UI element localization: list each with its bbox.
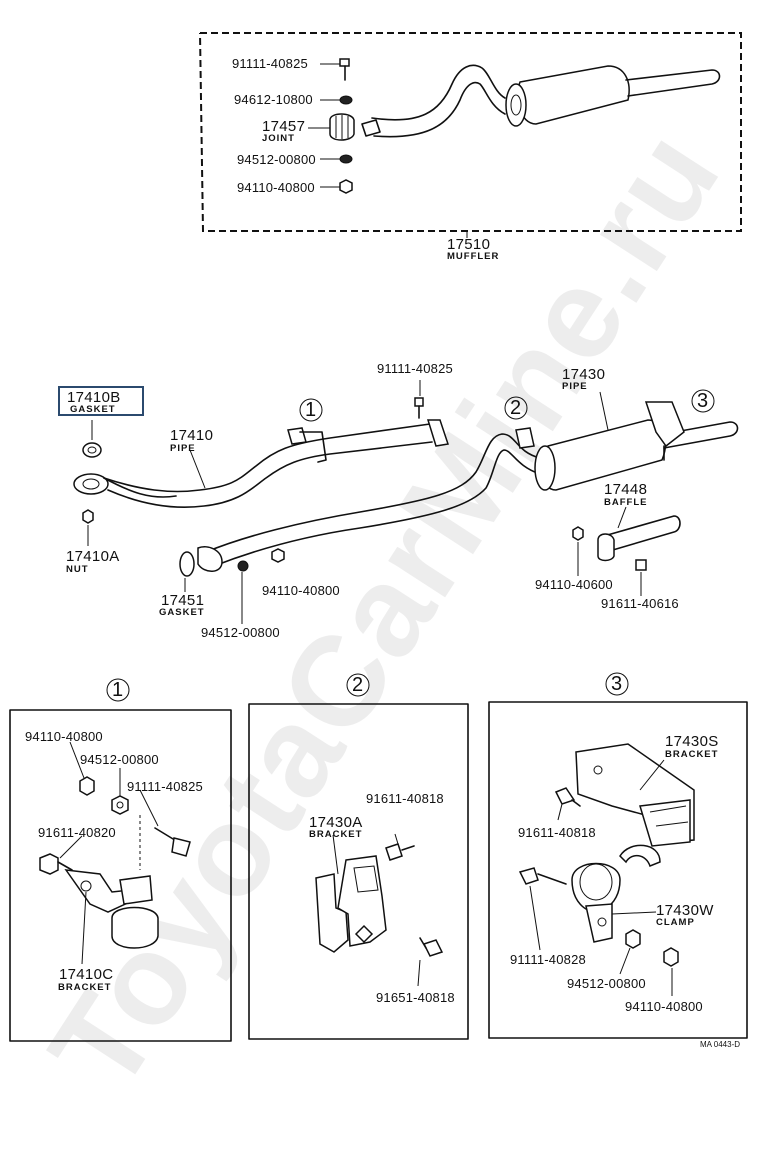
detail-1-part-91611-40820: 91611-40820 bbox=[38, 825, 116, 840]
detail-1-part-17410c-name: BRACKET bbox=[58, 982, 112, 993]
part-91111-40825-top: 91111-40825 bbox=[232, 56, 308, 71]
part-91611-40616: 91611-40616 bbox=[601, 596, 679, 611]
callout-3-main: 3 bbox=[697, 390, 709, 412]
part-94110-40600: 94110-40600 bbox=[535, 577, 613, 592]
part-17448-number: 17448 bbox=[604, 481, 648, 498]
part-17451-number: 17451 bbox=[161, 592, 205, 609]
detail-panels bbox=[9, 672, 748, 1042]
detail-3-part-17430w-number: 17430W bbox=[656, 902, 714, 919]
detail-2-part-17430a-number: 17430A bbox=[309, 814, 363, 831]
detail-3-part-94512-00800: 94512-00800 bbox=[567, 976, 646, 991]
detail-2-drawing bbox=[315, 833, 444, 987]
detail-3-part-17430s-number: 17430S bbox=[665, 733, 719, 750]
part-91111-40825-main: 91111-40825 bbox=[377, 361, 453, 376]
detail-3-part-17430s-name: BRACKET bbox=[665, 749, 719, 760]
part-17510-name: MUFFLER bbox=[447, 251, 500, 262]
muffler-group-frame bbox=[199, 32, 742, 232]
drawing-code: MA 0443-D bbox=[700, 1040, 741, 1049]
part-17410a-number: 17410A bbox=[66, 548, 120, 565]
part-17410-name: PIPE bbox=[170, 443, 196, 454]
part-17430-name: PIPE bbox=[562, 381, 588, 392]
callout-3-detail: 3 bbox=[611, 673, 623, 695]
detail-1-drawing bbox=[39, 741, 191, 965]
part-17510-number: 17510 bbox=[447, 236, 491, 253]
part-17410-number: 17410 bbox=[170, 427, 214, 444]
detail-2-part-91611-40818: 91611-40818 bbox=[366, 791, 444, 806]
detail-1-part-91111-40825: 91111-40825 bbox=[127, 779, 203, 794]
part-17410b-number: 17410B bbox=[67, 389, 121, 406]
part-94512-00800-main: 94512-00800 bbox=[201, 625, 280, 640]
detail-3-part-91111-40828: 91111-40828 bbox=[510, 952, 586, 967]
part-17410a-name: NUT bbox=[66, 564, 89, 575]
detail-1-part-94512-00800: 94512-00800 bbox=[80, 752, 159, 767]
part-17430-number: 17430 bbox=[562, 366, 606, 383]
part-17410b-name: GASKET bbox=[70, 404, 116, 415]
detail-2-part-17430a-name: BRACKET bbox=[309, 829, 363, 840]
detail-1-part-17410c-number: 17410C bbox=[59, 966, 114, 983]
main-pipe-drawing bbox=[73, 380, 739, 624]
muffler-hardware bbox=[308, 58, 468, 238]
detail-3-part-17430w-name: CLAMP bbox=[656, 917, 695, 928]
part-17448-name: BAFFLE bbox=[604, 497, 648, 508]
part-94110-40800-main: 94110-40800 bbox=[262, 583, 340, 598]
detail-3-part-94110-40800: 94110-40800 bbox=[625, 999, 703, 1014]
callout-1-detail: 1 bbox=[112, 679, 124, 701]
muffler-drawing bbox=[329, 64, 721, 141]
part-94512-00800-top: 94512-00800 bbox=[237, 152, 316, 167]
callout-1-main: 1 bbox=[305, 399, 317, 421]
part-17457-name: JOINT bbox=[262, 133, 295, 144]
part-94612-10800: 94612-10800 bbox=[234, 92, 313, 107]
part-94110-40800-top: 94110-40800 bbox=[237, 180, 315, 195]
detail-1-part-94110-40800: 94110-40800 bbox=[25, 729, 103, 744]
detail-3-drawing bbox=[518, 743, 695, 996]
part-17457-number: 17457 bbox=[262, 118, 306, 135]
highlight-box bbox=[58, 386, 144, 416]
detail-3-part-91611-40818: 91611-40818 bbox=[518, 825, 596, 840]
callout-2-main: 2 bbox=[510, 397, 522, 419]
callout-2-detail: 2 bbox=[352, 674, 364, 696]
detail-2-part-91651-40818: 91651-40818 bbox=[376, 990, 455, 1005]
part-17451-name: GASKET bbox=[159, 607, 205, 618]
